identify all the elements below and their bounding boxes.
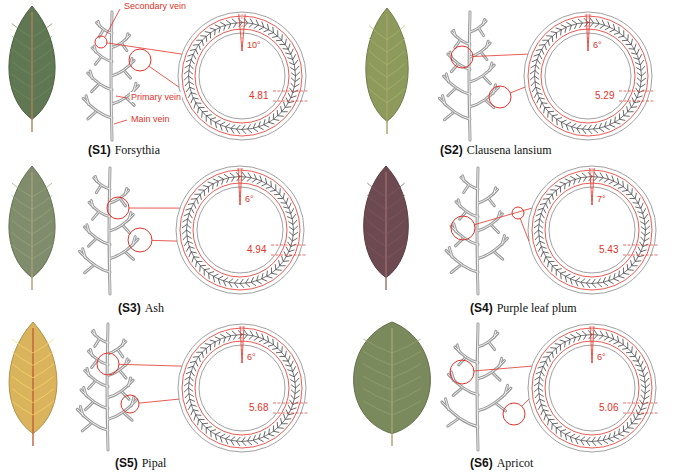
angle-label: 10° — [247, 40, 261, 50]
leaf-photo — [9, 6, 55, 132]
angle-label: 6° — [593, 40, 602, 50]
panel-id: (S4) — [470, 302, 493, 316]
species-name: Pipal — [142, 457, 167, 471]
leader-line — [149, 66, 179, 87]
dimension-label: 4.94 — [247, 244, 266, 256]
zoom-circle — [451, 46, 473, 68]
panel-id: (S5) — [115, 457, 138, 471]
zoom-circle — [129, 49, 151, 71]
leader-line — [105, 9, 120, 37]
leader-line — [474, 366, 532, 371]
species-name: Forsythia — [115, 144, 160, 158]
zoom-circle — [512, 207, 524, 219]
vein-label: Main vein — [130, 114, 171, 124]
dimension-label: 5.43 — [599, 244, 618, 256]
species-name: Apricot — [497, 457, 534, 471]
angle-label: 6° — [597, 352, 606, 362]
leader-line — [473, 54, 528, 56]
leader-line — [510, 87, 525, 93]
zoom-circle — [451, 216, 475, 240]
vein-sketch — [80, 168, 138, 294]
vein-sketch — [439, 12, 498, 140]
zoom-circle — [97, 353, 119, 375]
vein-ring — [107, 166, 306, 294]
vein-label: Secondary vein — [123, 1, 187, 11]
leaf-photo — [366, 8, 408, 134]
leader-line — [152, 240, 177, 242]
leader-line — [522, 399, 529, 406]
leaf-photo — [364, 166, 409, 290]
species-name: Clausena lansium — [467, 144, 552, 158]
leader-line — [520, 219, 529, 242]
vein-ring — [451, 12, 654, 140]
vein-ring — [97, 324, 308, 452]
dimension-label: 5.06 — [599, 402, 618, 414]
zoom-circle — [128, 228, 152, 252]
vein-sketch — [446, 168, 507, 294]
panel-id: (S2) — [440, 144, 463, 158]
vein-sketch — [442, 324, 511, 450]
zoom-circle — [450, 360, 474, 384]
leader-line — [114, 120, 127, 124]
vein-ring — [450, 324, 658, 452]
leader-line — [107, 43, 182, 54]
leader-line — [139, 399, 179, 403]
angle-label: 6° — [245, 194, 254, 204]
species-name: Ash — [145, 302, 164, 316]
dimension-label: 5.29 — [595, 90, 614, 102]
species-name: Purple leaf plum — [497, 302, 577, 316]
vein-label: Primary vein — [130, 92, 182, 102]
leaf-photo — [354, 322, 431, 446]
panel-id: (S6) — [470, 457, 493, 471]
vein-ring — [95, 12, 308, 140]
angle-label: 7° — [597, 194, 606, 204]
leaf-photo — [9, 166, 55, 290]
dimension-label: 5.68 — [249, 402, 268, 414]
zoom-circle — [489, 86, 511, 108]
angle-label: 6° — [247, 352, 256, 362]
panel-id: (S3) — [118, 302, 141, 316]
vein-ring — [451, 166, 658, 294]
leader-line — [129, 208, 180, 209]
zoom-circle — [95, 36, 107, 48]
leader-line — [116, 96, 127, 98]
leaf-photo — [9, 322, 57, 446]
panel-id: (S1) — [88, 144, 111, 158]
dimension-label: 4.81 — [249, 90, 268, 102]
zoom-circle — [121, 395, 139, 413]
leader-line — [119, 364, 182, 366]
vein-sketch — [77, 324, 137, 450]
zoom-circle — [503, 403, 525, 425]
zoom-circle — [107, 197, 129, 219]
